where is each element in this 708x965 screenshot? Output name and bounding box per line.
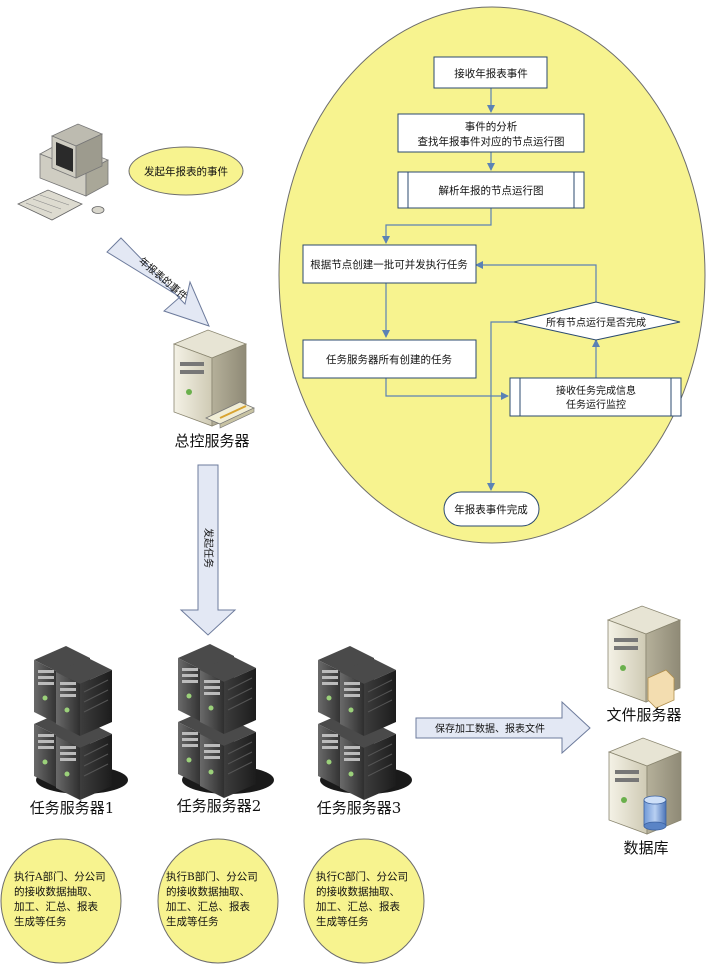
flow-box-parse: 解析年报的节点运行图 [397,171,585,209]
event-arrow-label: 年报表的事件 [136,254,190,303]
task-server-1-label: 任务服务器1 [30,799,115,817]
save-arrow-label: 保存加工数据、报表文件 [435,722,545,735]
task-desc-circle-1 [0,838,122,964]
flow-box-receive: 接收年报表事件 [433,56,548,89]
database-server-icon [607,737,683,835]
task-server-2-label: 任务服务器2 [177,797,262,815]
task-server-cluster-2 [177,643,274,799]
task-server-cluster-1 [33,645,128,801]
task-desc-circle-3 [303,838,425,964]
flow-box-create: 根据节点创建一批可并发执行任务 [302,244,477,284]
flow-terminal-done: 年报表事件完成 [443,491,540,527]
flow-box-analyze: 事件的分析 查找年报事件对应的节点运行图 [397,113,585,153]
flow-monitor-line1: 接收任务完成信息 [556,384,636,397]
flow-analyze-line2: 查找年报事件对应的节点运行图 [418,135,565,148]
dispatch-arrow-label: 发起任务 [202,528,215,568]
flow-receive-text: 接收年报表事件 [454,67,528,80]
flow-create-text: 根据节点创建一批可并发执行任务 [310,258,468,271]
save-arrow: 保存加工数据、报表文件 [415,700,591,755]
flow-tasks-text: 任务服务器所有创建的任务 [326,353,452,366]
task-desc-2: 执行B部门、分公司 的接收数据抽取、 加工、汇总、报表 生成等任务 [166,871,258,928]
task-desc-1: 执行A部门、分公司 的接收数据抽取、 加工、汇总、报表 生成等任务 [14,871,106,928]
file-server-icon [606,605,682,709]
desktop-computer-icon [17,123,109,221]
dispatch-arrow: 发起任务 [179,464,237,636]
event-bubble: 发起年报表的事件 [128,146,244,196]
task-server-3-label: 任务服务器3 [317,799,402,817]
task-desc-circle-2 [157,838,279,964]
flow-done-text: 年报表事件完成 [454,503,528,516]
flow-box-monitor: 接收任务完成信息 任务运行监控 [509,377,682,417]
flow-connectors [382,88,600,491]
file-server-label: 文件服务器 [606,706,681,724]
flow-analyze-line1: 事件的分析 [465,120,518,133]
flow-decision-text: 所有节点运行是否完成 [546,316,646,329]
task-desc-3: 执行C部门、分公司 的接收数据抽取、 加工、汇总、报表 生成等任务 [316,871,409,928]
server-with-card-icon [172,329,255,429]
flow-decision: 所有节点运行是否完成 [513,301,681,341]
flow-box-tasks: 任务服务器所有创建的任务 [302,339,477,379]
event-arrow: 年报表的事件 [106,237,210,327]
flow-parse-text: 解析年报的节点运行图 [439,184,544,197]
task-server-cluster-3 [317,645,412,801]
event-bubble-text: 发起年报表的事件 [144,165,228,178]
database-label: 数据库 [623,839,668,857]
master-server-label: 总控服务器 [174,432,249,450]
flow-monitor-line2: 任务运行监控 [566,398,626,411]
